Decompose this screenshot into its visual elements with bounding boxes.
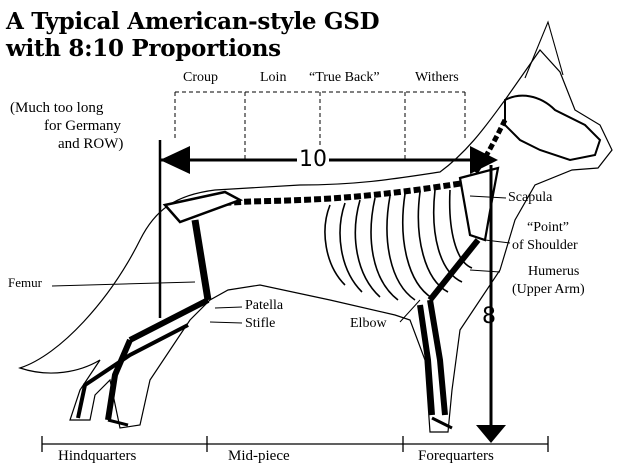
note-line-1: (Much too long xyxy=(10,100,103,116)
pelvis-bone xyxy=(165,192,240,222)
withers-label: Withers xyxy=(415,70,459,86)
loin-label: Loin xyxy=(260,70,286,86)
femur-bone xyxy=(195,220,208,300)
length-value: 10 xyxy=(297,148,329,172)
note-line-2: for Germany xyxy=(44,118,121,134)
femur-label: Femur xyxy=(8,275,42,291)
skull-bone xyxy=(505,96,600,160)
midpiece-label: Mid-piece xyxy=(228,448,290,465)
humerus-line-2: (Upper Arm) xyxy=(512,282,585,298)
true-back-label: “True Back” xyxy=(309,70,380,86)
croup-label: Croup xyxy=(183,70,218,86)
patella-label: Patella xyxy=(245,298,283,314)
forequarters-label: Forequarters xyxy=(418,448,494,465)
hindquarters-label: Hindquarters xyxy=(58,448,136,465)
stifle-label: Stifle xyxy=(245,316,275,332)
title-line-2: with 8:10 Proportions xyxy=(6,35,281,62)
note-line-3: and ROW) xyxy=(58,136,123,152)
elbow-label: Elbow xyxy=(350,316,387,332)
scapula-label: Scapula xyxy=(508,190,552,206)
title-line-1: A Typical American-style GSD xyxy=(6,8,379,35)
length-arrowhead-left xyxy=(160,146,190,174)
rib-cage xyxy=(325,190,472,300)
humerus-line-1: Humerus xyxy=(528,264,579,280)
hind-lower-leg xyxy=(108,340,130,420)
height-arrowhead-bottom xyxy=(476,425,506,443)
height-value: 8 xyxy=(480,305,498,329)
point-of-shoulder-line-2: of Shoulder xyxy=(512,238,578,254)
point-of-shoulder-line-1: “Point” xyxy=(527,220,569,236)
